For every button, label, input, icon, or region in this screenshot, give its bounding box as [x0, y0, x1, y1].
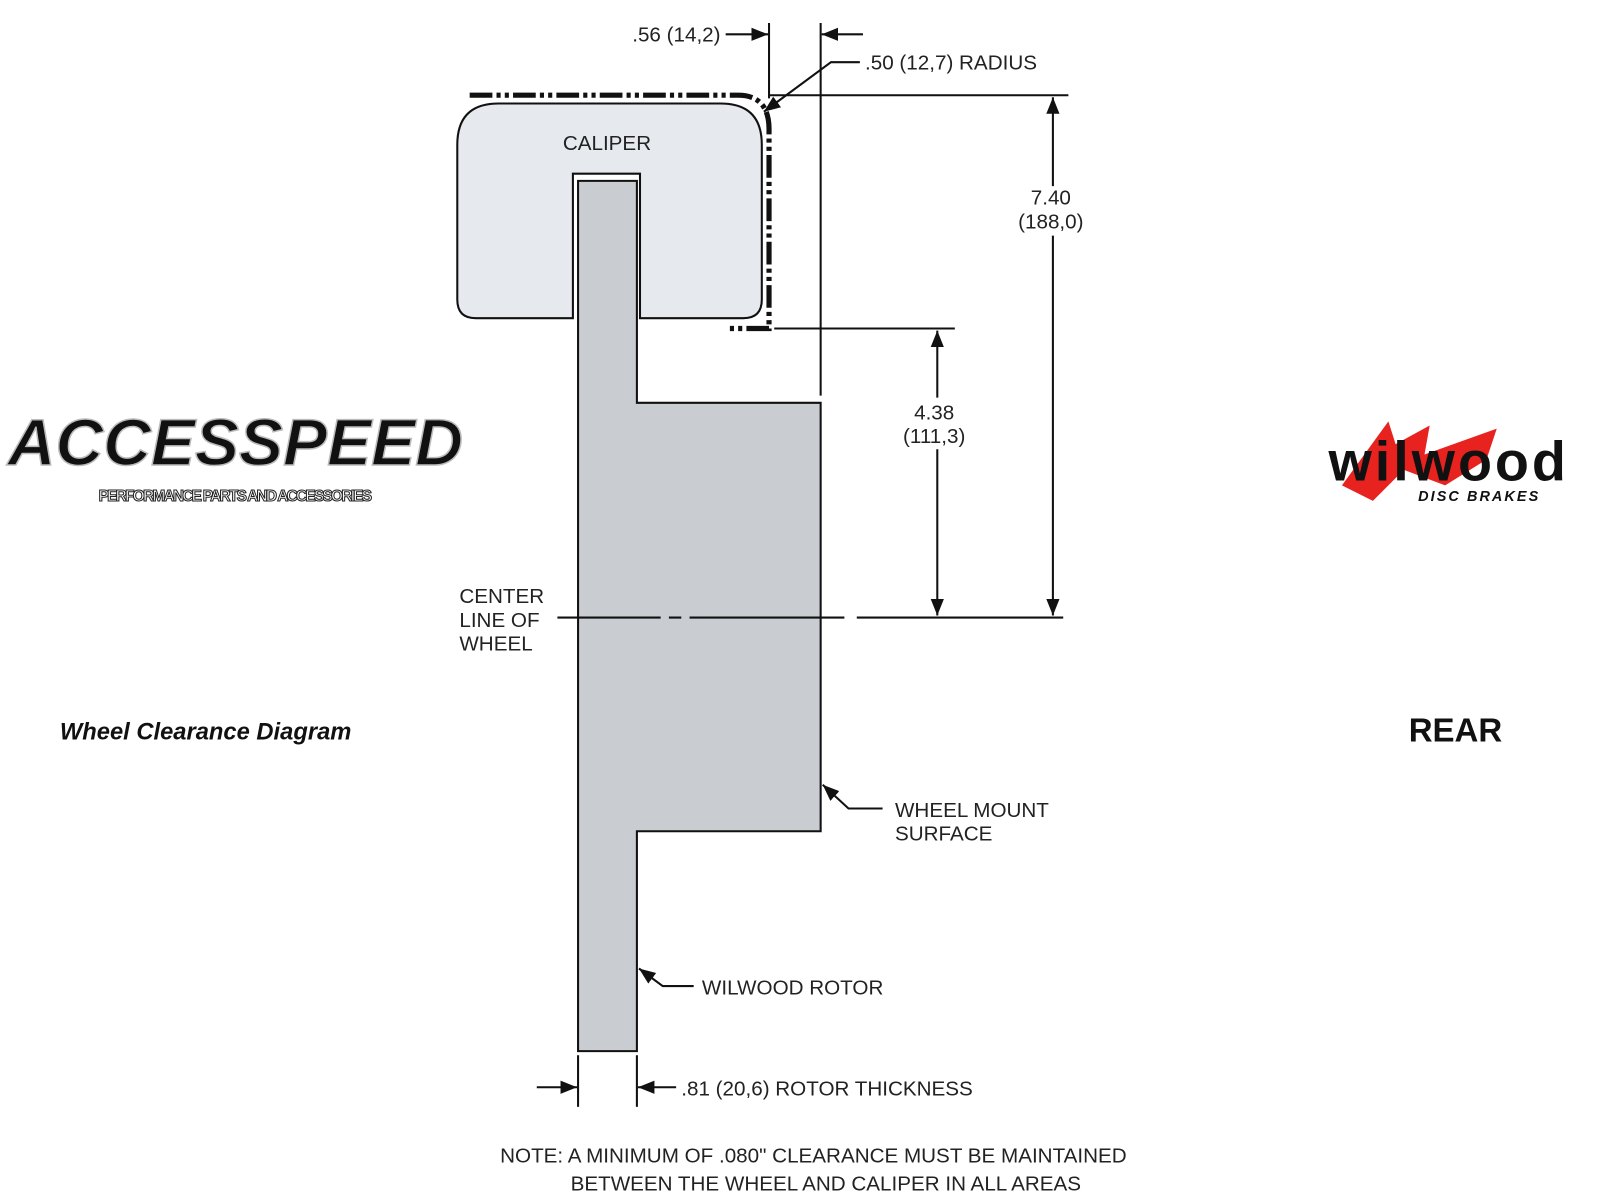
wilwood-tagline: DISC BRAKES [1418, 489, 1540, 505]
wheel-mount-label: WHEEL MOUNT [895, 799, 1049, 822]
dimension-lines [536, 22, 1069, 1107]
clearance-envelope-line [469, 92, 772, 332]
center-line-label: LINE OF [459, 609, 539, 632]
wilwood-logo: wilwood DISC BRAKES [1328, 421, 1566, 505]
wilwood-swoosh-icon [1341, 421, 1497, 501]
caliper-shape [456, 102, 763, 320]
wilwood-logo-text: wilwood [1328, 430, 1566, 492]
radius-dimension: .50 (12,7) RADIUS [865, 51, 1037, 74]
diagram-title: Wheel Clearance Diagram [60, 719, 352, 745]
center-line-label: WHEEL [459, 633, 532, 656]
clearance-note: NOTE: A MINIMUM OF .080" CLEARANCE MUST … [500, 1145, 1127, 1168]
total-height-dimension: 7.40 [1031, 187, 1071, 210]
offset-dimension: .56 (14,2) [632, 24, 720, 47]
mount-height-dimension: 4.38 [914, 401, 954, 424]
clearance-note: BETWEEN THE WHEEL AND CALIPER IN ALL ARE… [571, 1172, 1081, 1195]
caliper-label: CALIPER [563, 132, 651, 155]
rotor-thickness-dimension: .81 (20,6) ROTOR THICKNESS [681, 1077, 973, 1100]
wheel-mount-label: SURFACE [895, 823, 992, 846]
position-label: REAR [1409, 711, 1503, 748]
accesspeed-logo: ACCESSPEED PERFORMANCE PARTS AND ACCESSO… [5, 404, 464, 505]
accesspeed-tagline: PERFORMANCE PARTS AND ACCESSORIES [99, 488, 373, 505]
rotor-label: WILWOOD ROTOR [702, 976, 883, 999]
center-line-label: CENTER [459, 585, 544, 608]
total-height-dimension-metric: (188,0) [1018, 210, 1083, 233]
rotor-shape [577, 179, 822, 1053]
accesspeed-logo-text: ACCESSPEED [6, 405, 463, 479]
mount-height-dimension-metric: (111,3) [903, 425, 965, 448]
